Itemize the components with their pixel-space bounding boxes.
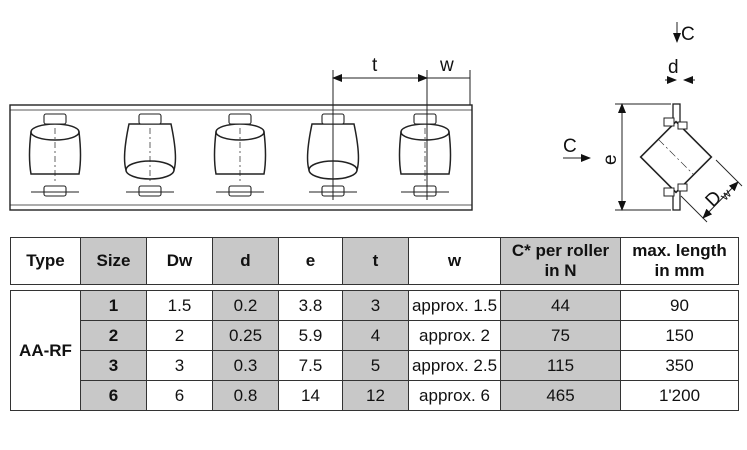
cage-tab — [413, 113, 437, 125]
load-label-c-side: C — [563, 136, 577, 157]
col-header-e: e — [278, 237, 343, 285]
col-header-type: Type — [10, 237, 81, 285]
cell-dw: 6 — [146, 380, 213, 411]
cell-len: 350 — [620, 350, 739, 381]
cell-len: 1'200 — [620, 380, 739, 411]
load-label-c-top: C — [681, 24, 695, 45]
dim-label-e: e — [600, 154, 621, 165]
cell-dw: 3 — [146, 350, 213, 381]
dim-label-d: d — [668, 57, 679, 78]
cell-t: 12 — [342, 380, 409, 411]
cell-w: approx. 2.5 — [408, 350, 501, 381]
cell-c: 115 — [500, 350, 621, 381]
cage-tab — [43, 113, 67, 125]
cell-w: approx. 2 — [408, 320, 501, 351]
cell-len: 90 — [620, 290, 739, 321]
cell-size: 6 — [80, 380, 147, 411]
col-header-dw: Dw — [146, 237, 213, 285]
cell-size: 1 — [80, 290, 147, 321]
cell-d: 0.3 — [212, 350, 279, 381]
cell-size: 2 — [80, 320, 147, 351]
cell-e: 14 — [278, 380, 343, 411]
col-header-size: Size — [80, 237, 147, 285]
cage-tab — [138, 113, 162, 125]
cell-t: 4 — [342, 320, 409, 351]
cell-dw: 2 — [146, 320, 213, 351]
cage-tab — [228, 113, 252, 125]
cell-d: 0.8 — [212, 380, 279, 411]
cell-dw: 1.5 — [146, 290, 213, 321]
roller-group — [28, 113, 452, 197]
cell-e: 3.8 — [278, 290, 343, 321]
col-header-d: d — [212, 237, 279, 285]
cell-e: 5.9 — [278, 320, 343, 351]
dim-label-dw: Dw — [702, 180, 735, 213]
cage-tab — [138, 185, 162, 197]
cell-w: approx. 1.5 — [408, 290, 501, 321]
cage-tab — [228, 185, 252, 197]
dim-label-w: w — [439, 55, 454, 76]
roller-cage-drawing: t w C d e C Dw — [9, 22, 743, 223]
cell-len: 150 — [620, 320, 739, 351]
cage-tab — [43, 185, 67, 197]
cell-d: 0.2 — [212, 290, 279, 321]
side-view: C d e C Dw — [563, 22, 743, 223]
cell-d: 0.25 — [212, 320, 279, 351]
cell-t: 3 — [342, 290, 409, 321]
col-header-w: w — [408, 237, 501, 285]
cell-e: 7.5 — [278, 350, 343, 381]
roller-side — [639, 120, 713, 194]
dim-label-t: t — [372, 55, 378, 76]
cage-tab — [413, 185, 437, 197]
cell-c: 75 — [500, 320, 621, 351]
type-cell: AA-RF — [10, 290, 81, 411]
cell-t: 5 — [342, 350, 409, 381]
cell-c: 44 — [500, 290, 621, 321]
cell-w: approx. 6 — [408, 380, 501, 411]
cell-c: 465 — [500, 380, 621, 411]
cell-size: 3 — [80, 350, 147, 381]
col-header-t: t — [342, 237, 409, 285]
